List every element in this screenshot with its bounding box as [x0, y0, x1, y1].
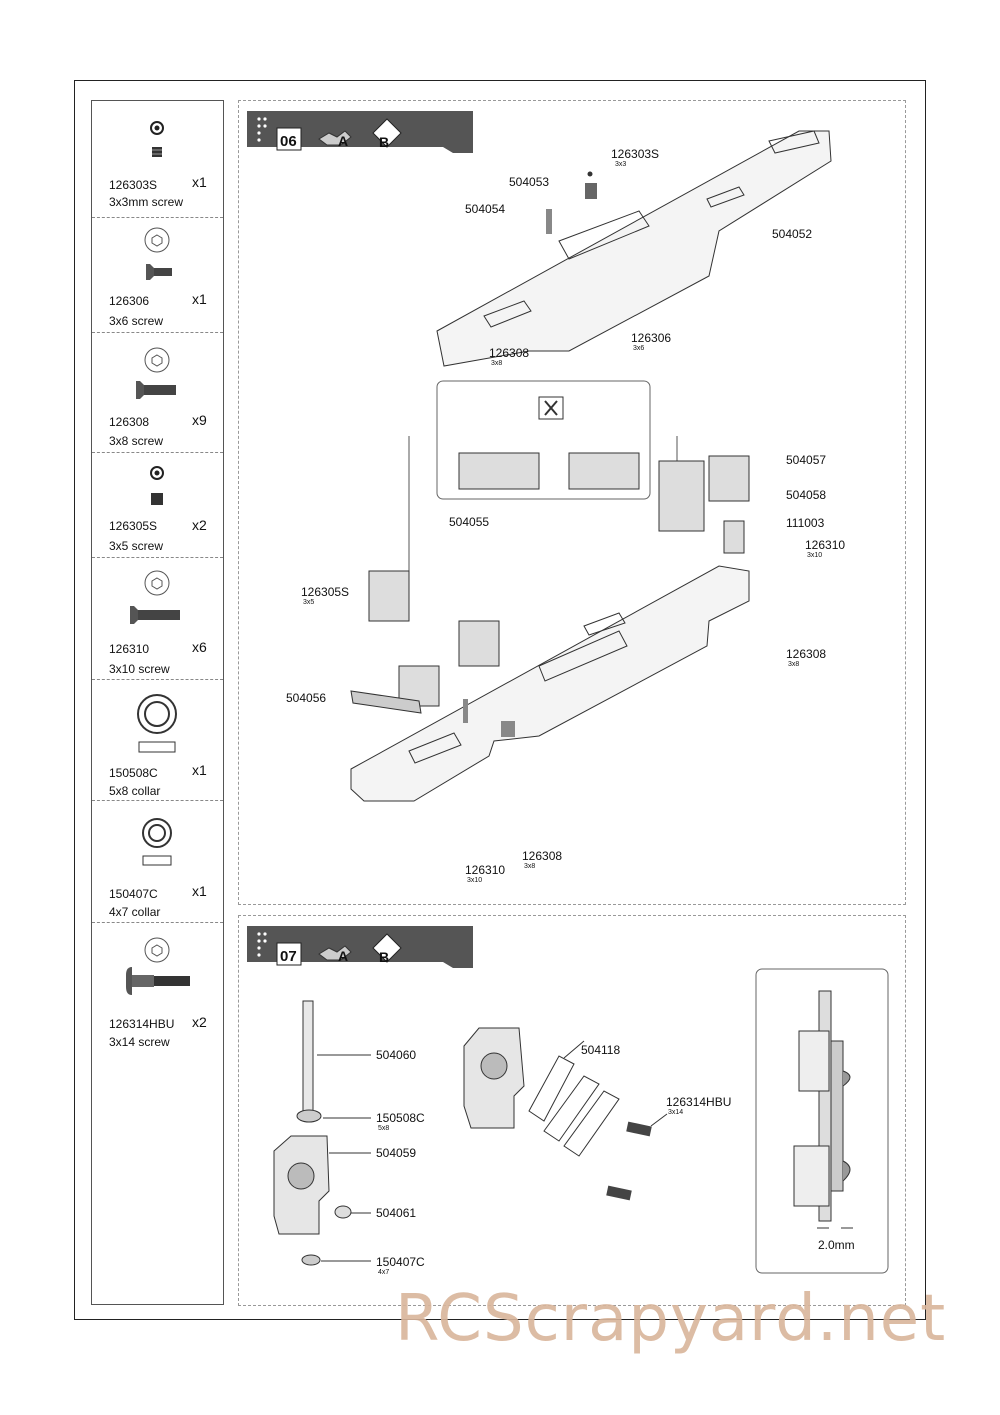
flat-head-screw-icon: [136, 347, 176, 399]
label-126308: 126308: [489, 346, 530, 360]
part-name: 3x14 screw: [109, 1035, 170, 1049]
chassis-plate-upper: [436, 130, 832, 367]
gap-dimension: 2.0mm: [818, 1238, 855, 1252]
label-126314HBU-size: 3x14: [668, 1109, 684, 1116]
page-frame: [74, 80, 926, 1320]
part-name: 5x8 collar: [109, 784, 161, 798]
label-504060: 504060: [376, 1048, 417, 1062]
set-screw-icon: [150, 466, 164, 505]
label-126308-bottom: 126308: [522, 849, 563, 863]
label-126308-bottom-size: 3x8: [524, 863, 536, 870]
part-cell: 126305S x2 3x5 screw: [92, 453, 223, 558]
part-cell: 126308 x9 3x8 screw: [92, 333, 223, 453]
part-name: 3x5 screw: [109, 539, 164, 553]
label-504061: 504061: [376, 1206, 417, 1220]
bag-b-label: B: [379, 134, 390, 150]
part-qty: x6: [192, 639, 207, 655]
label-126310: 126310: [805, 538, 846, 552]
part-qty: x1: [192, 762, 207, 778]
collar-icon: [142, 818, 172, 866]
watermark: RCScrapyard.net: [395, 1282, 947, 1356]
label-150407C-size: 4x7: [378, 1269, 390, 1276]
parts-list: 126303S x1 3x3mm screw 126306 x1 3x6 scr…: [91, 100, 224, 1305]
part-code: 126310: [109, 642, 150, 656]
label-126310-bottom: 126310: [465, 863, 506, 877]
step-07-header: [247, 926, 473, 968]
bag-b-label: B: [379, 949, 390, 965]
label-504059: 504059: [376, 1146, 417, 1160]
bag-a-label: A: [338, 948, 349, 964]
part-cell: 150508C x1 5x8 collar: [92, 680, 223, 801]
part-code: 126314HBU: [109, 1017, 175, 1031]
chassis-plate-lower: [350, 455, 750, 802]
part-cell: 126303S x1 3x3mm screw: [92, 101, 223, 218]
step-06-panel: 06 A B 126303S 3x3 504053 504054 504052 …: [238, 100, 906, 905]
label-126308-size: 3x8: [491, 360, 503, 367]
part-qty: x1: [192, 174, 207, 190]
label-504053: 504053: [509, 175, 550, 189]
label-126310-size: 3x10: [807, 552, 823, 559]
collar-icon: [137, 694, 177, 753]
step-06-header: [247, 111, 473, 153]
label-126303S: 126303S: [611, 147, 660, 161]
flat-head-screw-icon: [130, 570, 180, 624]
flat-head-screw-icon: [144, 227, 172, 280]
part-code: 126306: [109, 294, 150, 308]
part-cell: 126314HBU x2 3x14 screw: [92, 923, 223, 1053]
label-126305S: 126305S: [301, 585, 350, 599]
label-504058: 504058: [786, 488, 827, 502]
label-111003: 111003: [786, 516, 825, 530]
part-cell: 126306 x1 3x6 screw: [92, 218, 223, 333]
label-126310-bottom-size: 3x10: [467, 877, 483, 884]
part-qty: x1: [192, 291, 207, 307]
part-code: 126305S: [109, 519, 158, 533]
step-number: 07: [280, 948, 297, 965]
set-screw-icon: [150, 121, 164, 157]
part-code: 150508C: [109, 766, 158, 780]
part-cell: 150407C x1 4x7 collar: [92, 801, 223, 923]
label-150508C-size: 5x8: [378, 1125, 390, 1132]
label-504056: 504056: [286, 691, 327, 705]
label-126303S-size: 3x3: [615, 161, 627, 168]
part-code: 126303S: [109, 178, 158, 192]
label-150407C: 150407C: [376, 1255, 425, 1269]
label-126308-right: 126308: [786, 647, 827, 661]
part-qty: x1: [192, 883, 207, 899]
part-name: 3x10 screw: [109, 662, 170, 676]
label-504052: 504052: [772, 227, 813, 241]
part-name: 3x8 screw: [109, 434, 164, 448]
gearbox-parts-drawing: [273, 968, 889, 1274]
part-code: 150407C: [109, 887, 158, 901]
part-name: 3x6 screw: [109, 314, 164, 328]
bag-a-label: A: [338, 133, 349, 149]
step-number: 06: [280, 133, 297, 150]
label-504057: 504057: [786, 453, 827, 467]
label-126306: 126306: [631, 331, 672, 345]
part-cell: 126310 x6 3x10 screw: [92, 558, 223, 680]
label-504055: 504055: [449, 515, 490, 529]
part-name: 3x3mm screw: [109, 195, 184, 209]
part-name: 4x7 collar: [109, 905, 161, 919]
cutting-detail-inset: [408, 380, 678, 571]
label-126305S-size: 3x5: [303, 599, 315, 606]
label-126314HBU: 126314HBU: [666, 1095, 732, 1109]
label-126308-right-size: 3x8: [788, 661, 800, 668]
part-qty: x2: [192, 517, 207, 533]
step-07-panel: 07 A B: [238, 915, 906, 1306]
part-code: 126308: [109, 415, 150, 429]
label-504054: 504054: [465, 202, 506, 216]
part-qty: x9: [192, 412, 207, 428]
label-126306-size: 3x6: [633, 345, 645, 352]
label-150508C: 150508C: [376, 1111, 425, 1125]
label-504118: 504118: [581, 1043, 621, 1057]
button-head-screw-icon: [126, 937, 190, 995]
part-qty: x2: [192, 1014, 207, 1030]
